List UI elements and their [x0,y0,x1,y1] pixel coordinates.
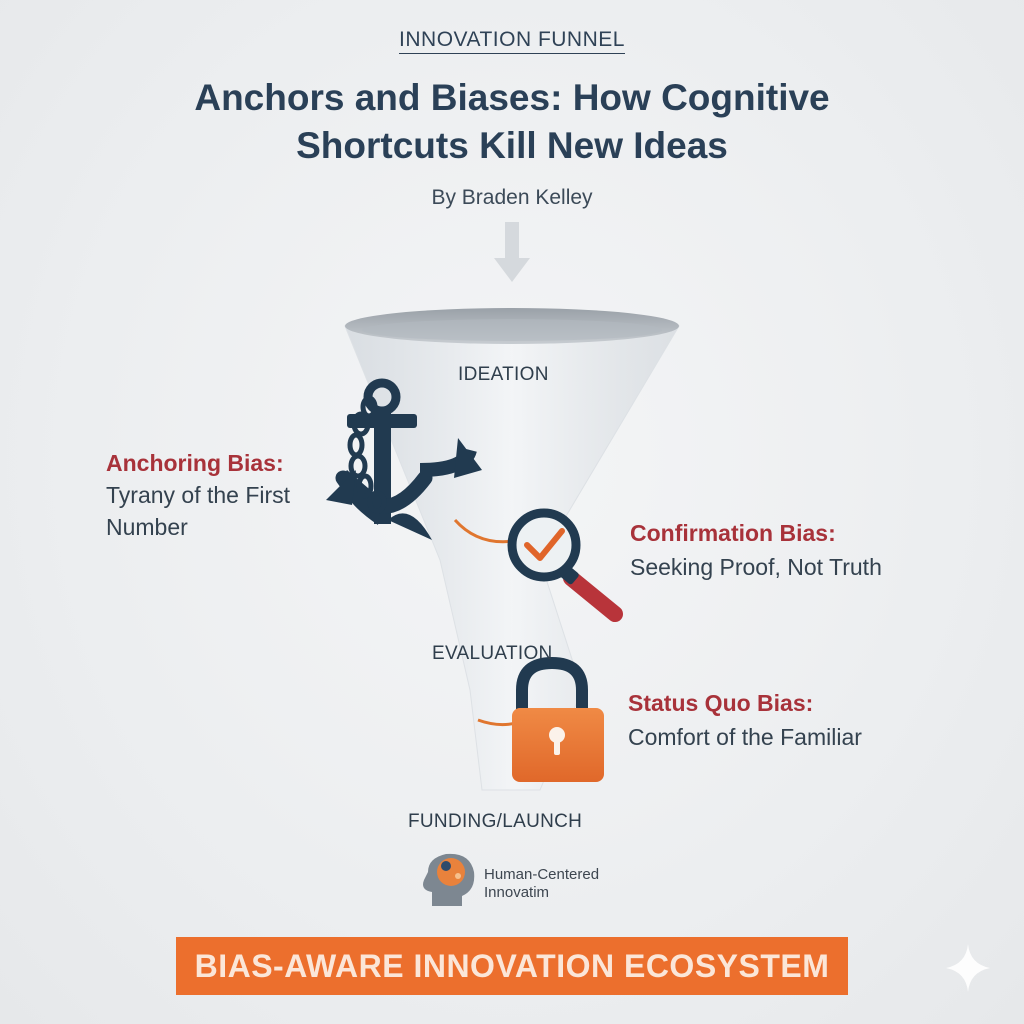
bias-subtitle: Comfort of the Familiar [628,724,862,750]
logo-line1: Human-Centered [484,866,600,883]
byline: By Braden Kelley [431,186,593,209]
bias-subtitle: Tyrany of the First [106,482,291,508]
page-title: Anchors and Biases: How Cognitive Shortc… [194,77,830,166]
bias-callout-anchoring: Anchoring Bias: Tyrany of the First Numb… [106,450,346,543]
bottom-banner: BIAS-AWARE INNOVATION ECOSYSTEM [176,937,848,995]
logo-text: Human-Centered Innovatim [484,866,599,902]
eyebrow-label: INNOVATION FUNNEL [0,28,1024,54]
stage-evaluation: EVALUATION [432,643,553,664]
bias-callout-confirmation: Confirmation Bias: Seeking Proof, Not Tr… [630,520,930,583]
chain-icon [347,395,387,514]
bias-callout-status-quo: Status Quo Bias: Comfort of the Familiar [628,690,928,753]
stage-funding-launch: FUNDING/LAUNCH [408,811,583,832]
stage-ideation: IDEATION [458,364,549,385]
sparkle-icon [946,944,990,992]
magnifier-check-icon [507,508,623,622]
bias-title: Status Quo Bias: [628,690,814,716]
down-arrow-icon [494,222,530,282]
bias-subtitle: Seeking Proof, Not Truth [630,554,882,580]
bias-title: Anchoring Bias: [106,450,284,476]
logo-line2: Innovatim [484,884,550,901]
bias-title: Confirmation Bias: [630,520,836,546]
brain-gear-head-icon [423,853,475,906]
bias-subtitle-line2: Number [106,514,188,540]
eyebrow-text: INNOVATION FUNNEL [399,28,625,54]
padlock-icon [512,656,604,782]
